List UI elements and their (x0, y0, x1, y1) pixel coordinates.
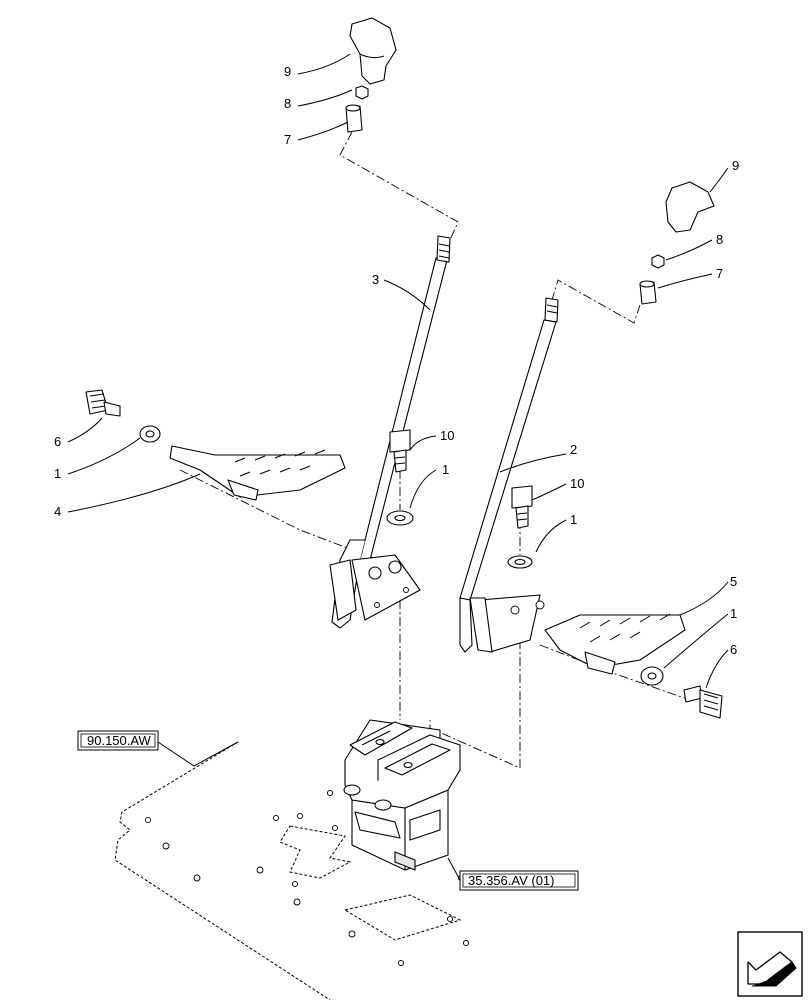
right-lever-assembly (459, 181, 723, 719)
callout-center-screw-a: 10 (440, 428, 454, 443)
reference-control-valve-text: 35.356.AV (01) (468, 873, 554, 888)
floor-plate (114, 741, 470, 1000)
callout-left-pedal: 4 (54, 504, 61, 519)
callout-right-sleeve: 7 (716, 266, 723, 281)
assembly-lines (179, 131, 691, 769)
left-lever-assembly (85, 17, 451, 629)
callout-left-lever: 3 (372, 272, 379, 287)
callout-right-lever: 2 (570, 442, 577, 457)
callout-left-washer: 1 (54, 466, 61, 481)
center-fasteners (386, 429, 533, 569)
callout-right-screw: 6 (730, 642, 737, 657)
callout-center-washer-a: 1 (442, 462, 449, 477)
leader-lines (67, 53, 729, 881)
callout-center-screw-b: 10 (570, 476, 584, 491)
callout-right-nut: 8 (716, 232, 723, 247)
callout-left-knob: 9 (284, 64, 291, 79)
control-valve-block (343, 719, 461, 871)
reference-floor-plate-text: 90.150.AW (87, 733, 152, 748)
callout-labels: 9 8 7 3 6 1 4 10 1 9 8 7 2 10 1 5 1 6 (54, 64, 739, 657)
callout-center-washer-b: 1 (570, 512, 577, 527)
callout-left-sleeve: 7 (284, 132, 291, 147)
arrow-back-icon[interactable] (737, 931, 803, 997)
reference-control-valve[interactable]: 35.356.AV (01) (459, 870, 579, 891)
reference-floor-plate[interactable]: 90.150.AW (77, 730, 159, 751)
callout-left-nut: 8 (284, 96, 291, 111)
callout-right-washer: 1 (730, 606, 737, 621)
callout-right-pedal: 5 (730, 574, 737, 589)
callout-left-screw: 6 (54, 434, 61, 449)
callout-right-knob: 9 (732, 158, 739, 173)
